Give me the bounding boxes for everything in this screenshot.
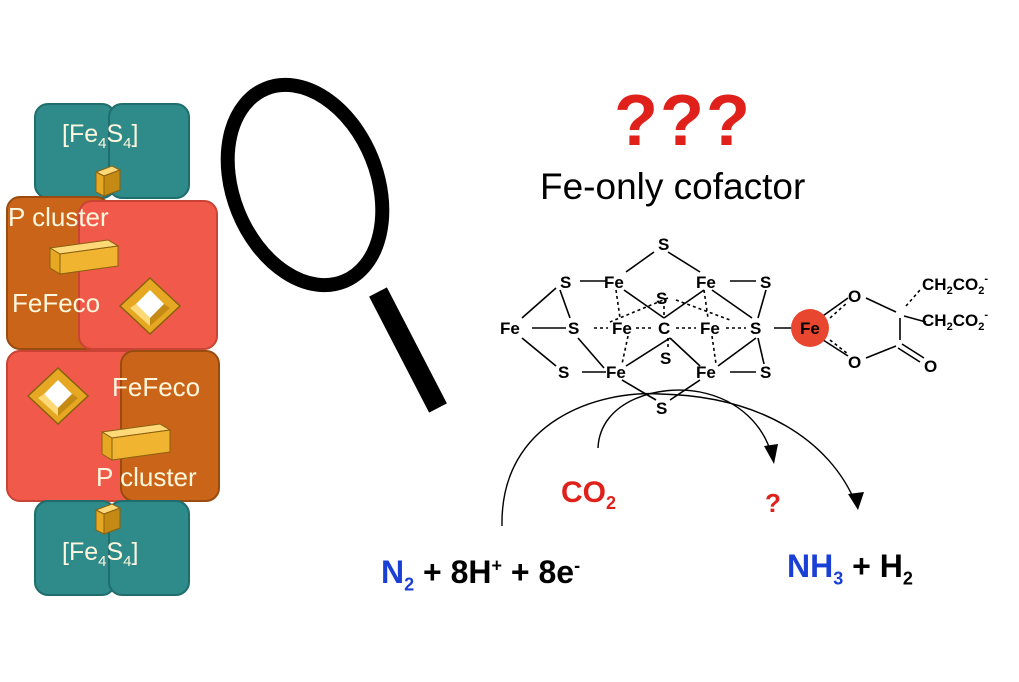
svg-text:S: S xyxy=(760,363,771,382)
svg-text:O: O xyxy=(924,357,937,376)
svg-text:C: C xyxy=(658,319,670,338)
svg-text:O: O xyxy=(848,287,861,306)
p-cluster-bar-bottom-icon xyxy=(100,423,172,461)
p-cluster-bar-top-icon xyxy=(48,239,120,275)
svg-text:S: S xyxy=(658,235,669,254)
atom-labels: S S Fe Fe S S Fe S Fe C Fe S Fe S S Fe F… xyxy=(500,235,988,418)
question-marks: ??? xyxy=(614,81,752,161)
unknown-arrowhead-icon xyxy=(764,444,778,464)
svg-text:Fe: Fe xyxy=(700,319,720,338)
reaction-arrows xyxy=(501,389,857,527)
unknown-product-label: ? xyxy=(765,488,781,518)
cofactor-title: Fe-only cofactor xyxy=(540,166,806,207)
p-cluster-label-bottom: P cluster xyxy=(96,462,197,492)
nh3-arrowhead-icon xyxy=(848,492,864,510)
svg-text:S: S xyxy=(760,273,771,292)
svg-text:S: S xyxy=(660,349,671,368)
fefeco-diamond-top-icon xyxy=(118,276,182,336)
fe4s4-top-label: [Fe4S4] xyxy=(62,120,139,152)
svg-text:Fe: Fe xyxy=(696,273,716,292)
cluster-glyphs xyxy=(26,165,182,535)
fe4s4-cube-bottom-icon xyxy=(94,503,122,535)
fe4s4-top-right xyxy=(108,103,190,199)
fe4s4-bottom-label: [Fe4S4] xyxy=(62,538,139,570)
svg-text:S: S xyxy=(568,319,579,338)
co2-to-unknown-arrow xyxy=(597,389,773,457)
highlighted-fe-atom xyxy=(791,309,829,347)
ch2co2-top: CH2CO2- xyxy=(922,273,988,297)
svg-text:S: S xyxy=(656,399,667,418)
svg-text:Fe: Fe xyxy=(604,273,624,292)
reactants-label: N2 + 8H+ + 8e- xyxy=(381,554,581,595)
structure-bonds xyxy=(521,251,927,401)
fe4s4-cube-top-icon xyxy=(94,165,122,197)
ch2co2-bottom: CH2CO2- xyxy=(922,309,988,333)
svg-text:Fe: Fe xyxy=(696,363,716,382)
fefeco-label-top: FeFeco xyxy=(12,288,101,318)
products-label: NH3 + H2 xyxy=(787,548,913,589)
structure-dashed-bonds xyxy=(594,289,921,365)
fe4s4-top-left xyxy=(34,103,116,199)
svg-text:Fe: Fe xyxy=(612,319,632,338)
svg-text:Fe: Fe xyxy=(800,319,820,338)
svg-text:S: S xyxy=(558,363,569,382)
fefeco-diamond-bottom-icon xyxy=(26,366,90,426)
svg-text:S: S xyxy=(560,273,571,292)
p-cluster-label-top: P cluster xyxy=(8,202,109,232)
svg-text:Fe: Fe xyxy=(606,363,626,382)
magnifying-glass-icon xyxy=(220,77,447,413)
svg-text:S: S xyxy=(750,319,761,338)
n2-to-nh3-arrow xyxy=(501,392,857,527)
co2-label: CO2 xyxy=(561,476,617,513)
svg-text:Fe: Fe xyxy=(500,319,520,338)
fefeco-label-bottom: FeFeco xyxy=(112,372,201,402)
fe4s4-bottom-right xyxy=(108,500,190,596)
p-cluster-domain-bottom xyxy=(120,350,220,502)
svg-text:S: S xyxy=(656,289,667,308)
svg-text:O: O xyxy=(848,353,861,372)
